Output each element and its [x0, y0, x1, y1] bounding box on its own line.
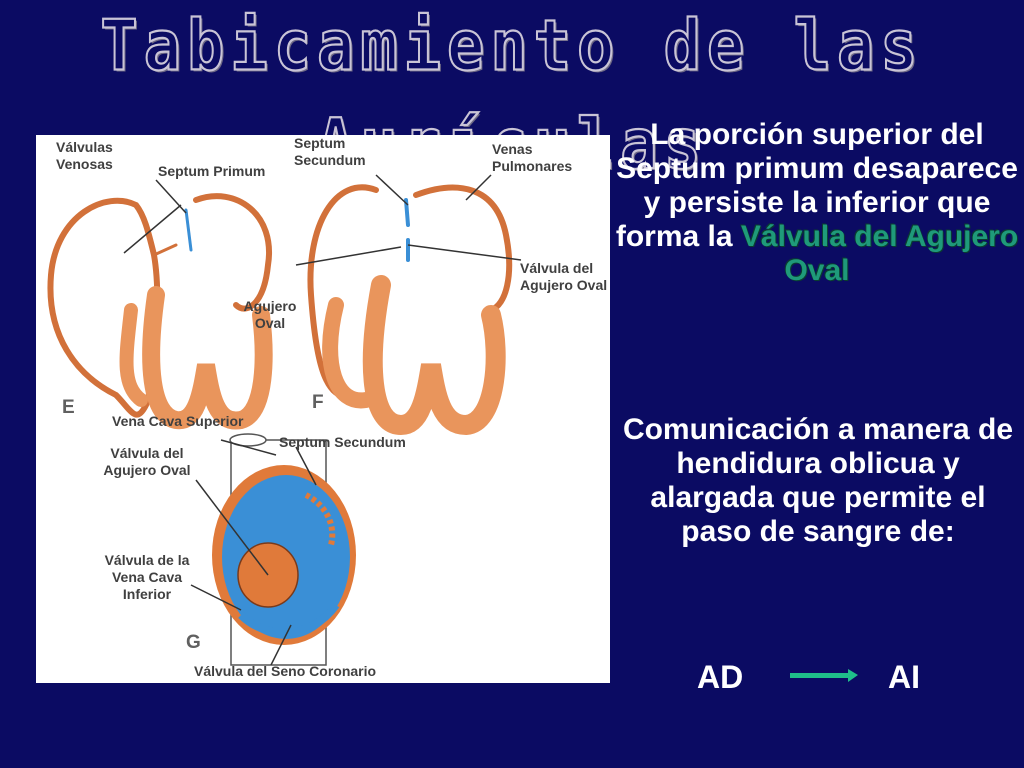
panel-label-f: F	[312, 392, 324, 413]
description-paragraph-2: Comunicación a manera de hendidura oblic…	[622, 413, 1014, 548]
heart-g	[212, 433, 356, 666]
description-text-1: La porción superior del Septum primum de…	[615, 118, 1018, 253]
heart-e	[47, 193, 273, 430]
heart-f	[307, 184, 513, 436]
slide-title: Tabicamiento de las Aurículas	[99, 3, 924, 186]
description-paragraph-1: La porción superior del Septum primum de…	[612, 118, 1022, 288]
label-septum-secundum-top: Septum Secundum	[294, 135, 366, 168]
label-septum-primum: Septum Primum	[158, 163, 266, 179]
label-valvula-seno-coronario: Válvula del Seno Coronario	[194, 663, 377, 679]
flow-from: AD	[697, 659, 744, 695]
heart-diagram	[47, 174, 522, 666]
label-agujero-oval: Agujero Oval	[243, 298, 297, 331]
flow-to: AI	[888, 659, 920, 695]
label-valvula-agujero-oval-g: Válvula del Agujero Oval	[103, 445, 191, 478]
label-vena-cava-superior: Vena Cava Superior	[112, 413, 244, 429]
panel-label-e: E	[62, 397, 75, 418]
label-valvula-vena-cava-inferior: Válvula de la Vena Cava Inferior	[104, 552, 190, 602]
label-venas-pulmonares: Venas Pulmonares	[492, 141, 573, 174]
label-septum-secundum-g: Septum Secundum	[279, 434, 406, 450]
label-valvula-agujero-oval-f: Válvula del Agujero Oval	[520, 260, 608, 293]
label-valvulas-venosas: Válvulas Venosas	[56, 139, 113, 172]
heart-septation-figure: Válvulas Venosas Septum Primum Septum Se…	[36, 135, 610, 683]
flow-arrow-head-icon	[848, 669, 858, 682]
highlight-valvula-agujero-oval: Válvula del Agujero Oval	[740, 220, 1019, 287]
panel-label-g: G	[186, 632, 201, 653]
flow-arrow-icon	[790, 673, 854, 678]
